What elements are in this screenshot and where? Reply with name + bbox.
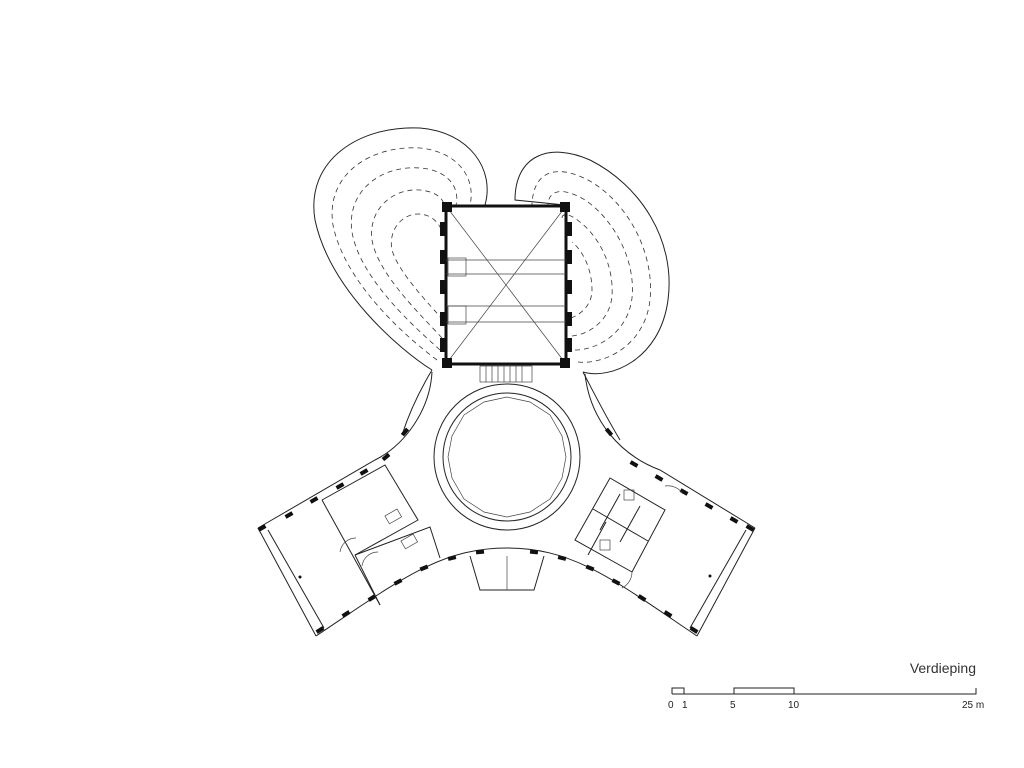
left-terrain-contours [313, 127, 488, 436]
right-wing-rooms [574, 477, 712, 589]
plan-title: Verdieping [909, 660, 976, 676]
central-hall [440, 202, 572, 383]
right-terrain-contours [514, 151, 670, 441]
left-wing-rooms [298, 464, 441, 606]
outer-walls [257, 371, 756, 637]
entrance-canopy [469, 555, 545, 591]
scale-tick-5: 5 [730, 700, 736, 711]
facade-piers [257, 427, 755, 634]
scale-tick-25: 25 m [962, 700, 985, 711]
scale-tick-1: 1 [682, 700, 688, 711]
scale-tick-10: 10 [788, 700, 800, 711]
scale-tick-0: 0 [668, 700, 674, 711]
round-room [433, 383, 581, 531]
scale-bar [671, 687, 977, 695]
